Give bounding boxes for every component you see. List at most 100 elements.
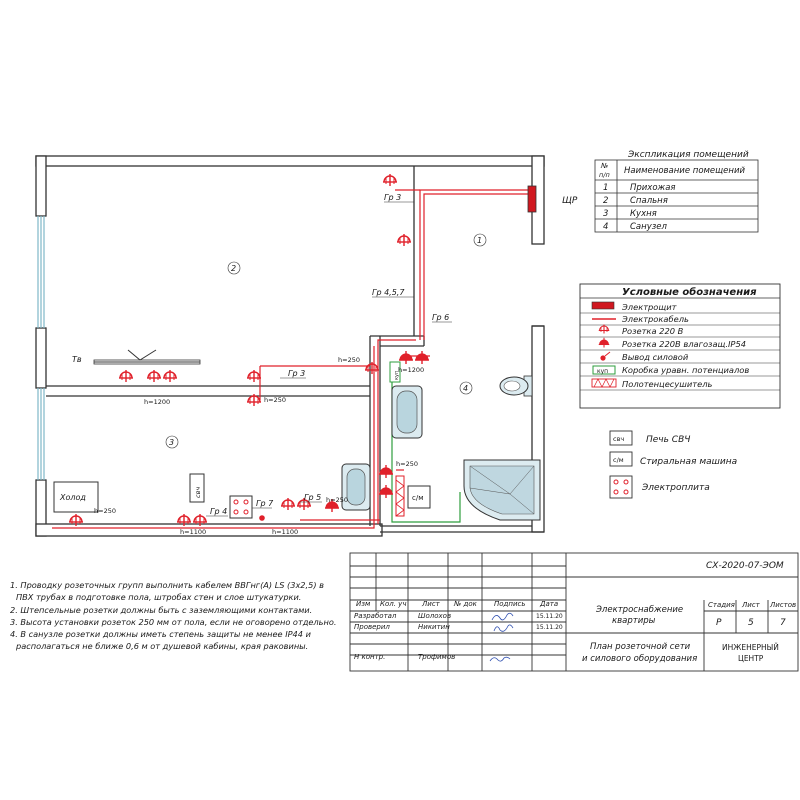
stamp-date: 15.11.20 [536, 613, 563, 620]
socket-ip54-icon [378, 484, 394, 499]
col-num-header-sub: п/п [599, 171, 610, 179]
shower-cabin-icon [463, 459, 541, 521]
legend-label: Вывод силовой [622, 352, 689, 362]
tv-icon [127, 349, 157, 361]
group-label: Гр 3 [288, 369, 305, 378]
room-number: 2 [231, 264, 236, 273]
stage-value: Р [716, 618, 722, 628]
stage-label: Стадия [708, 601, 735, 609]
room-name-cell: Кухня [630, 209, 657, 219]
room-num-cell: 4 [603, 222, 608, 232]
washer-icon-text: с/м [613, 456, 624, 464]
general-notes: 1. Проводку розеточных групп выполнить к… [10, 579, 352, 653]
signature-mark [491, 612, 514, 621]
microwave-icon [609, 430, 633, 446]
title-block: СХ-2020-07-ЭОМ Изм Кол. уч Лист № док По… [349, 552, 799, 672]
height-label: h=1200 [144, 398, 170, 406]
fridge-label: Холод [59, 493, 86, 502]
stamp-name: Трофимов [418, 653, 455, 661]
organization-name: ИНЖЕНЕРНЫЙ [722, 643, 779, 652]
document-code: СХ-2020-07-ЭОМ [706, 561, 784, 571]
stamp-date: 15.11.20 [536, 624, 563, 631]
socket-icon [396, 233, 412, 247]
note-line: 4. В санузле розетки должны иметь степен… [10, 629, 311, 640]
col-name-header: Наименование помещений [624, 166, 745, 176]
legend-label: Полотенцесушитель [622, 379, 713, 389]
socket-icon [246, 369, 262, 383]
sheet-label: Лист [741, 601, 761, 609]
stamp-header: Кол. уч [380, 600, 406, 608]
stamp-header: Изм [356, 600, 371, 608]
microwave-icon [189, 473, 205, 503]
legend-label: Печь СВЧ [646, 435, 690, 445]
room-name-cell: Спальня [630, 196, 668, 206]
height-label: h=1100 [180, 528, 206, 536]
height-label: h=1200 [398, 366, 424, 374]
power-outlet-icon [600, 351, 611, 361]
electrical-shield [527, 185, 537, 213]
toilet-icon [499, 375, 533, 397]
signature-mark [489, 656, 511, 662]
socket-icon [118, 369, 134, 383]
room-num-cell: 3 [603, 209, 608, 219]
room-number: 3 [169, 438, 174, 447]
towel-warmer-icon [591, 378, 617, 388]
legend-label: Коробка уравн. потенциалов [622, 365, 749, 375]
group-label: Гр 5 [304, 493, 321, 502]
group-label: Гр 4 [210, 507, 227, 516]
power-outlet-icon [259, 515, 265, 521]
shield-icon [591, 301, 615, 310]
fridge-icon [53, 481, 99, 513]
note-line: 2. Штепсельные розетки должны быть с заз… [10, 604, 313, 615]
tv-label: Тв [72, 355, 82, 364]
height-label: h=1100 [272, 528, 298, 536]
bathtub-icon [391, 385, 423, 439]
appliance-legend: свч Печь СВЧ с/м Стиральная машина Элект… [609, 430, 737, 499]
sheets-value: 7 [780, 618, 786, 628]
note-line: 3. Высота установки розеток 250 мм от по… [10, 616, 337, 627]
stamp-name: Никитин [418, 623, 450, 631]
legend-label: Розетка 220 В [622, 326, 684, 336]
stamp-header: Подпись [494, 600, 526, 608]
kup-icon-text: куп [597, 368, 608, 375]
legend-label: Электрощит [621, 302, 678, 312]
room-num-cell: 1 [603, 183, 608, 193]
drawing-title: План розеточной сети [590, 642, 691, 652]
height-label: h=250 [326, 496, 348, 504]
note-line: располагаться не ближе 0,6 м от душевой … [16, 641, 309, 652]
group-label: Гр 3 [384, 193, 401, 202]
stamp-role: Н контр. [354, 653, 385, 661]
socket-icon [598, 323, 610, 335]
kitchen-sink-icon [341, 463, 371, 511]
legend-title: Условные обозначения [622, 286, 757, 298]
sheets-label: Листов [769, 601, 796, 609]
shield-label: ЩР [562, 196, 578, 206]
height-label: h=250 [338, 356, 360, 364]
project-title: квартиры [612, 616, 656, 626]
height-label: h=250 [264, 396, 286, 404]
windows [37, 216, 45, 480]
group-label: Гр 7 [256, 499, 274, 508]
washer-label: с/м [412, 494, 424, 502]
stamp-header: № док [453, 600, 478, 608]
note-line: ПВХ трубах в подготовке пола, штробах ст… [16, 592, 302, 603]
socket-icon [382, 173, 398, 187]
kup-label: куп [394, 371, 400, 380]
explication-title: Экспликация помещений [627, 150, 749, 160]
sheet-value: 5 [748, 618, 754, 628]
height-label: h=250 [396, 460, 418, 468]
socket-icon [162, 369, 178, 383]
microwave-label: свч [194, 487, 202, 498]
signature-mark [493, 624, 514, 632]
drawing-title: и силового оборудования [582, 654, 697, 664]
project-title: Электроснабжение [595, 605, 683, 615]
microwave-icon-text: свч [613, 435, 624, 443]
floor-plan: ЩР Тв Холод [35, 155, 578, 537]
stamp-name: Шолохов [418, 612, 451, 620]
room-name-cell: Прихожая [630, 183, 676, 193]
room-num-cell: 2 [603, 196, 608, 206]
height-label: h=250 [94, 507, 116, 515]
col-num-header: № [600, 162, 608, 170]
stamp-role: Разработал [354, 612, 397, 620]
